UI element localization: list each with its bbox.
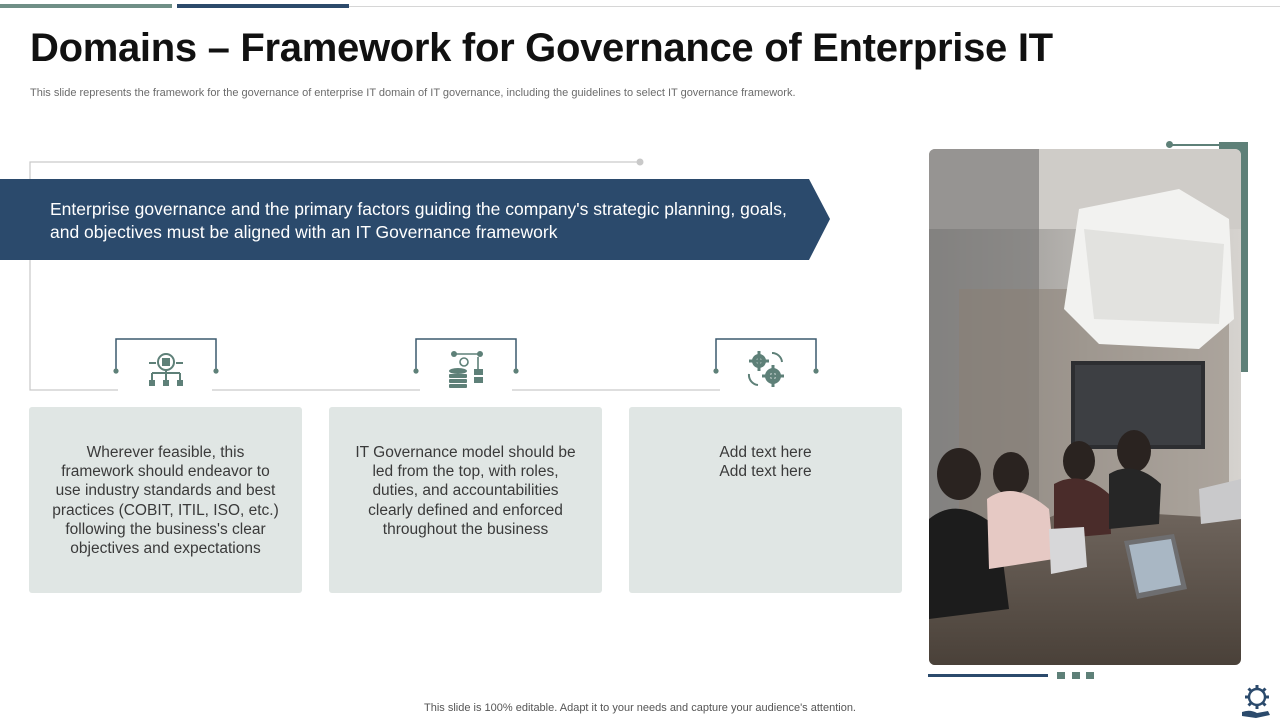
banner-text: Enterprise governance and the primary fa… [50,199,787,242]
decor-square [1086,672,1094,679]
card-text-line: clearly defined and enforced [368,501,563,519]
photo-accent-line [1170,144,1230,146]
top-accent-bar-navy [177,4,349,8]
gears-cycle-icon [723,346,809,392]
circuit-chip-icon [123,346,209,392]
framework-banner: Enterprise governance and the primary fa… [0,179,830,260]
card-text-line: framework should endeavor to [61,463,270,481]
top-accent-bar [0,4,172,8]
framework-card-leadership: IT Governance model should be led from t… [329,407,602,593]
card-text-line: following the business's clear [65,520,266,538]
card-text-line: duties, and accountabilities [372,482,559,500]
card-text-line: led from the top, with roles, [372,463,559,481]
decor-square [1072,672,1080,679]
card-text-line: objectives and expectations [70,540,261,558]
decor-square [1057,672,1065,679]
connector-lines [29,158,819,391]
photo-bottom-line [928,674,1048,677]
gear-hand-icon [1242,685,1270,718]
card-text-line: Add text here [719,444,812,461]
database-network-icon [423,346,509,392]
card-text-line: throughout the business [382,520,549,538]
card-text-line: practices (COBIT, ITIL, ISO, etc.) [52,501,279,519]
card-text-line: Wherever feasible, this [86,444,245,461]
card-text-line: IT Governance model should be [355,444,576,461]
framework-card-standards: Wherever feasible, this framework should… [29,407,302,593]
framework-card-placeholder: Add text here Add text here [629,407,902,593]
card-text-line: Add text here [719,463,812,481]
top-divider [349,6,1280,7]
footer-note: This slide is 100% editable. Adapt it to… [424,702,856,714]
page-title: Domains – Framework for Governance of En… [30,26,1053,70]
meeting-photo [929,149,1241,665]
page-subtitle: This slide represents the framework for … [30,87,796,99]
card-text-line: use industry standards and best [55,482,276,500]
photo-accent-dot [1166,141,1173,148]
